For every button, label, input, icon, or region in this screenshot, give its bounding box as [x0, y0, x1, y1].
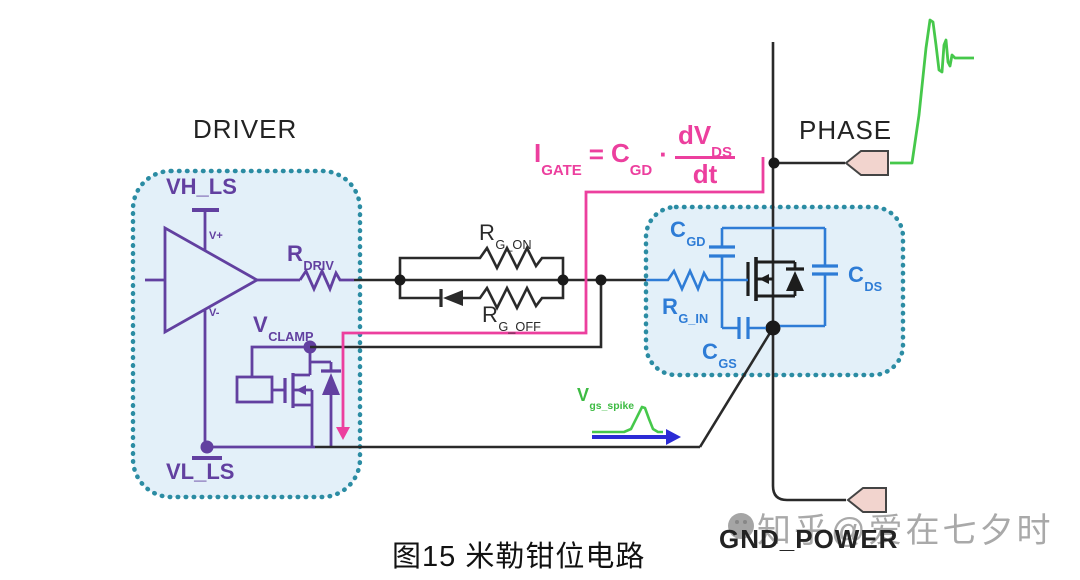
phase-label: PHASE — [799, 115, 893, 145]
c-ds-label: CDS — [848, 262, 883, 294]
r-driv-label: RDRIV — [287, 241, 334, 273]
igate-formula: IGATE = CGD · dVDS dt — [534, 122, 736, 187]
v-minus-label: V- — [209, 307, 220, 319]
igate-current-path — [336, 157, 765, 440]
main-rail — [771, 42, 846, 502]
resistor-rgin — [646, 267, 748, 293]
rgoff-diode — [443, 290, 463, 306]
vgs-spike-waveform — [592, 405, 663, 434]
current-path-arrow — [336, 427, 350, 440]
clamp-mosfet-symbol — [235, 340, 317, 447]
v-plus-label: V+ — [209, 230, 223, 242]
miller-network — [646, 226, 838, 339]
phase-waveform — [890, 18, 974, 165]
junction-dots — [394, 157, 781, 336]
cap-cgs — [720, 280, 766, 339]
resistor-rgon — [398, 245, 565, 280]
cap-cgd — [709, 228, 735, 280]
c-gs-label: CGS — [702, 339, 737, 371]
driver-title: DRIVER — [193, 114, 298, 144]
vgs-spike-label: Vgs_spike — [577, 385, 635, 412]
zhihu-logo-icon — [728, 513, 754, 539]
figure-caption: 图15 米勒钳位电路 — [392, 541, 646, 573]
miller-box — [643, 204, 906, 378]
vgs-direction-arrow — [592, 429, 681, 445]
clamp-line — [310, 280, 603, 349]
r-g-on-label: RG_ON — [479, 220, 532, 252]
vh-ls-label: VH_LS — [166, 174, 237, 199]
r-g-off-label: RG_OFF — [482, 302, 541, 334]
vl-ls-rail — [192, 440, 315, 460]
body-diode — [786, 262, 804, 296]
resistor-rgoff — [463, 280, 565, 311]
vl-ls-label: VL_LS — [166, 459, 235, 484]
main-mosfet-symbol — [746, 257, 795, 301]
cap-cds — [780, 228, 838, 328]
r-g-in-label: RG_IN — [662, 294, 709, 326]
c-gd-label: CGD — [670, 217, 706, 249]
gnd-label: GND_POWER — [719, 524, 899, 554]
v-clamp-label: VCLAMP — [253, 312, 314, 344]
clamp-diode — [310, 360, 341, 447]
phase-connector — [844, 150, 889, 176]
gnd-connector — [846, 487, 887, 513]
resistor-rdriv — [298, 267, 354, 293]
watermark: 知乎@爱在七夕时 — [757, 512, 1054, 550]
opamp-symbol — [145, 208, 300, 447]
